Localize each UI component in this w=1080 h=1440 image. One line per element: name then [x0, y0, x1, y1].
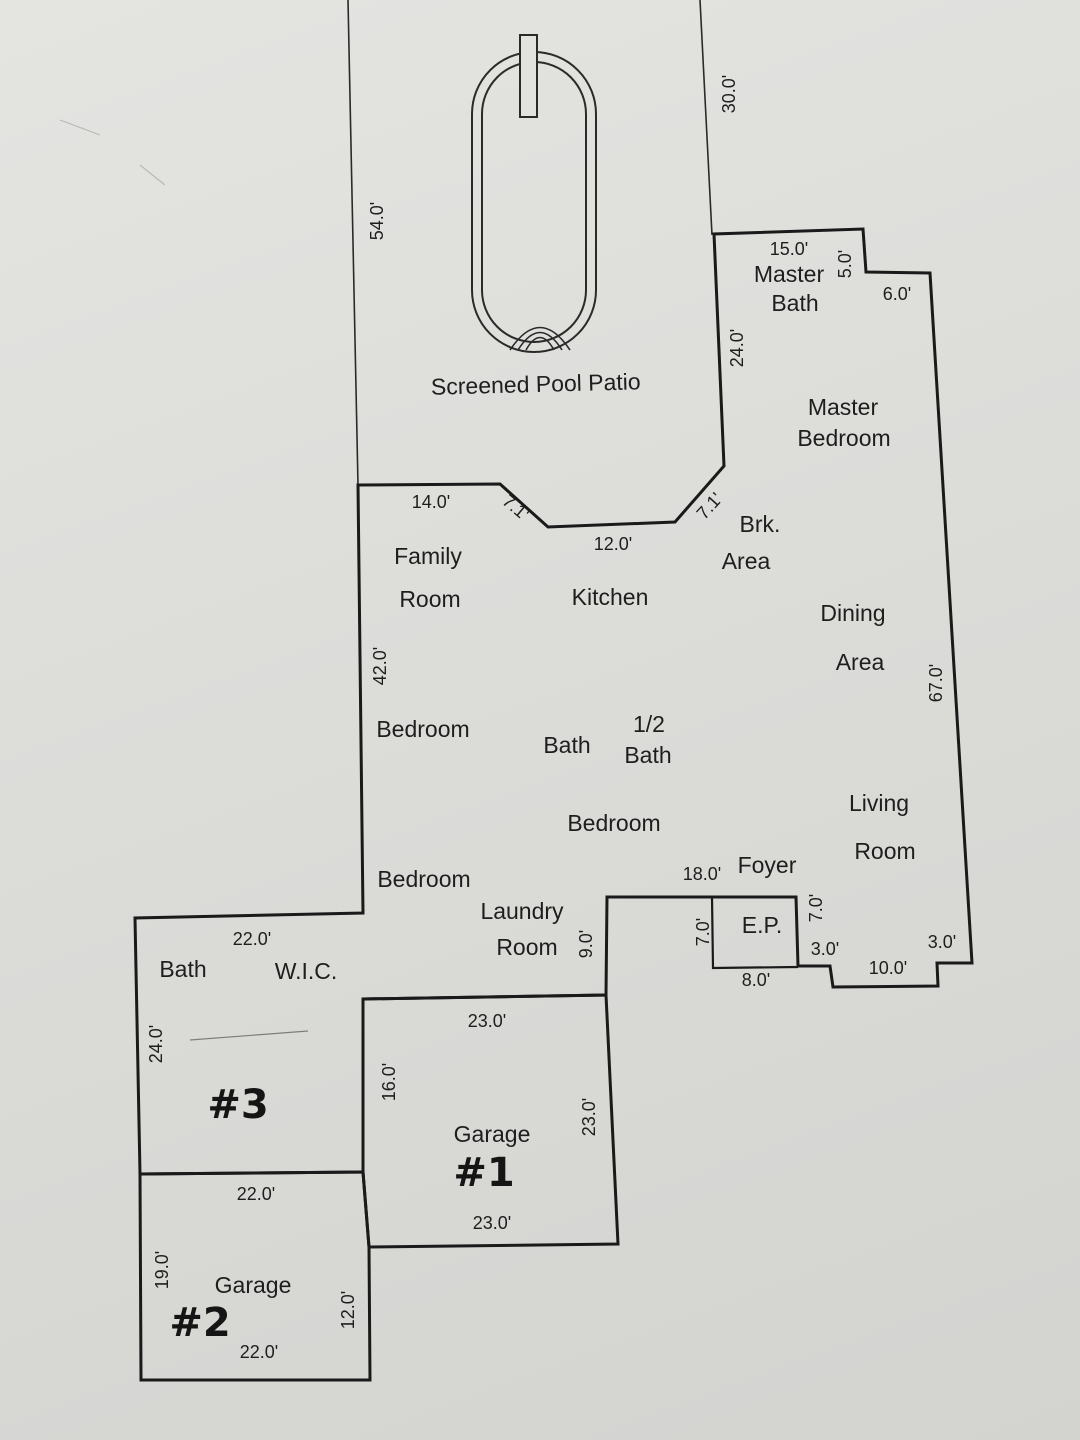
dim-garage2-top: 22.0'	[237, 1184, 275, 1204]
room-laundry-line1: Laundry	[480, 898, 564, 924]
patio-left-line	[347, 0, 359, 486]
dim-overall-depth: 67.0'	[926, 664, 946, 702]
dim-wing-top: 22.0'	[233, 929, 271, 949]
handwritten-mark-2: #2	[169, 1300, 230, 1346]
dim-ep-right: 7.0'	[806, 894, 826, 922]
room-half-bath-line2: Bath	[624, 742, 671, 768]
dim-foyer-width: 18.0'	[683, 864, 721, 884]
dim-garage2-left: 19.0'	[152, 1251, 172, 1289]
room-bath-left: Bath	[159, 956, 206, 982]
room-bedroom-center: Bedroom	[567, 810, 660, 836]
dim-garage2-right: 12.0'	[338, 1291, 358, 1329]
room-family-room-line1: Family	[394, 543, 462, 569]
room-master-bath-line1: Master	[754, 261, 825, 287]
room-master-bath-line2: Bath	[771, 290, 818, 316]
room-brk-area-line2: Area	[722, 548, 771, 574]
dim-master-wall: 24.0'	[727, 329, 747, 367]
dim-master-step-width: 6.0'	[883, 284, 911, 304]
paper-mark	[139, 164, 166, 186]
room-foyer: Foyer	[738, 852, 797, 878]
room-screened-pool-patio: Screened Pool Patio	[431, 368, 641, 399]
dim-master-bath-step: 5.0'	[835, 250, 855, 278]
dim-ep-width: 8.0'	[742, 970, 770, 990]
room-brk-area-line1: Brk.	[740, 511, 781, 537]
dim-left-wall: 42.0'	[370, 647, 390, 685]
room-master-bedroom-line1: Master	[808, 394, 879, 420]
dim-garage2-bottom: 22.0'	[240, 1342, 278, 1362]
room-dining-area-line1: Dining	[820, 600, 885, 626]
room-bedroom-lower-left: Bedroom	[377, 866, 470, 892]
dim-garage1-right: 23.0'	[579, 1098, 599, 1136]
dim-angle-left: 7.1'	[499, 491, 534, 525]
dim-laundry-step: 9.0'	[576, 930, 596, 958]
handwritten-mark-1: #1	[453, 1150, 514, 1196]
room-ep: E.P.	[742, 912, 783, 938]
room-half-bath-line1: 1/2	[633, 711, 665, 737]
room-dining-area-line2: Area	[836, 649, 885, 675]
dim-pool-depth: 54.0'	[367, 202, 387, 240]
dim-porch-step: 3.0'	[928, 932, 956, 952]
dim-ep-step: 3.0'	[811, 939, 839, 959]
dim-pool-side: 30.0'	[719, 75, 739, 113]
room-kitchen: Kitchen	[572, 584, 649, 610]
room-bath-center: Bath	[543, 732, 590, 758]
dim-garage1-left: 16.0'	[379, 1063, 399, 1101]
dim-wing-side: 24.0'	[146, 1025, 166, 1063]
pool-diving-board	[519, 34, 538, 118]
dim-master-bath-width: 15.0'	[770, 239, 808, 259]
room-family-room-line2: Room	[399, 586, 460, 612]
room-wic: W.I.C.	[275, 958, 338, 984]
pool	[471, 34, 597, 353]
room-living-room-line1: Living	[849, 790, 909, 816]
pool-steps	[509, 326, 571, 351]
dim-ep-left: 7.0'	[693, 918, 713, 946]
room-laundry-line2: Room	[496, 934, 557, 960]
paper-mark	[59, 119, 101, 136]
dim-porch-width: 10.0'	[869, 958, 907, 978]
garage-2-outline	[138, 1170, 372, 1382]
patio-right-line	[699, 0, 713, 236]
dim-garage1-top: 23.0'	[468, 1011, 506, 1031]
room-garage-1: Garage	[454, 1121, 531, 1147]
ep-porch	[710, 896, 799, 970]
pencil-line	[189, 1030, 309, 1041]
dim-family-top: 14.0'	[412, 492, 450, 512]
room-garage-2: Garage	[215, 1272, 292, 1298]
room-living-room-line2: Room	[854, 838, 915, 864]
dim-garage1-bottom: 23.0'	[473, 1213, 511, 1233]
dim-kitchen-top: 12.0'	[594, 534, 632, 554]
room-master-bedroom-line2: Bedroom	[797, 425, 890, 451]
handwritten-mark-3: #3	[207, 1082, 268, 1128]
room-bedroom-upper-left: Bedroom	[376, 716, 469, 742]
